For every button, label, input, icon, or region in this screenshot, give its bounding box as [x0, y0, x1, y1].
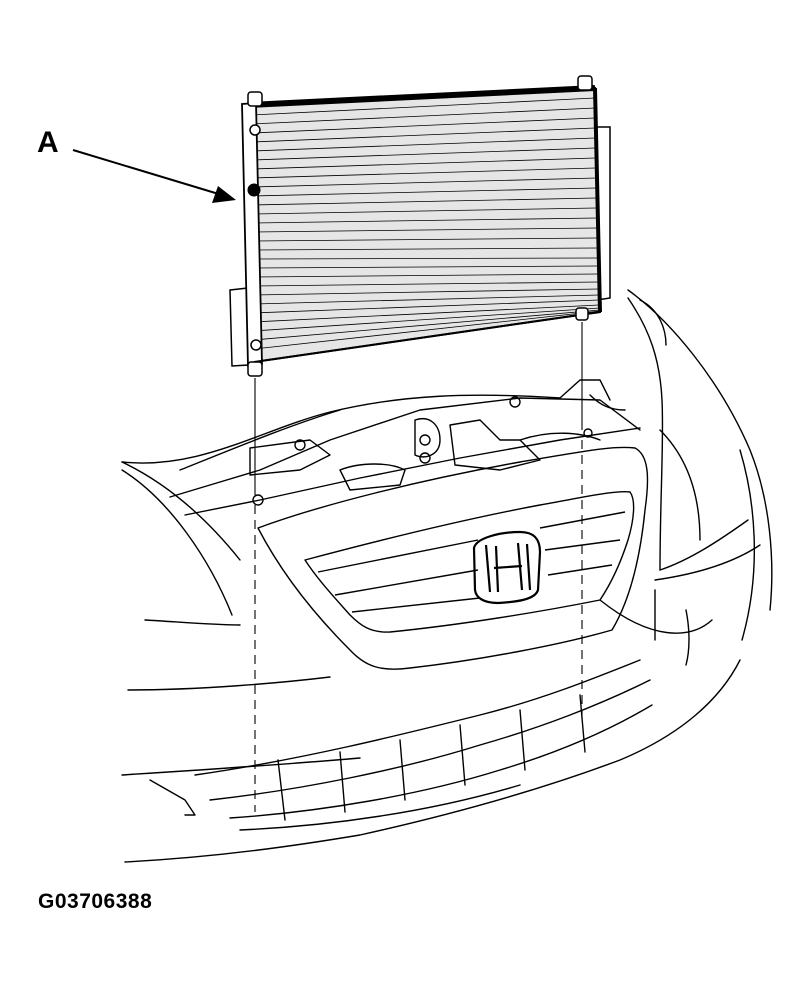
condenser-fins: [251, 97, 601, 350]
callout-arrow: [72, 149, 236, 203]
front-grille: [304, 490, 635, 633]
vehicle-body-outline: [121, 289, 773, 863]
alignment-lines: [254, 322, 583, 812]
figure-id: G03706388: [38, 890, 153, 913]
callout-label-a: A: [37, 126, 59, 159]
condenser: [229, 75, 611, 377]
honda-emblem: [472, 530, 542, 605]
